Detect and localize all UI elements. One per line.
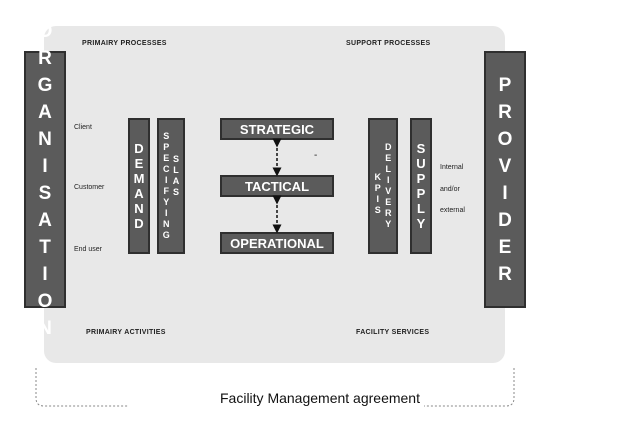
- column-letter: G: [37, 74, 53, 96]
- column-letter: E: [498, 236, 512, 258]
- column-letter: P: [498, 74, 512, 96]
- column-letter: P: [416, 171, 426, 186]
- primary-processes-label: PRIMAIRY PROCESSES: [82, 40, 167, 47]
- column-letter: I: [164, 208, 168, 218]
- column-letter: S: [374, 205, 381, 215]
- column-letter: P: [374, 183, 381, 193]
- column-letter: M: [133, 171, 145, 186]
- column-letter: N: [134, 201, 144, 216]
- column-letter: Y: [163, 197, 170, 207]
- column-letter: S: [172, 187, 179, 197]
- column-letter: O: [37, 290, 53, 312]
- support-processes-label: SUPPORT PROCESSES: [346, 40, 431, 47]
- column-letter: A: [134, 186, 144, 201]
- column-letter: I: [42, 155, 48, 177]
- column-letter: C: [162, 164, 170, 174]
- column-letter: O: [37, 20, 53, 42]
- facility-services-label: FACILITY SERVICES: [356, 329, 430, 336]
- column-letter: T: [39, 236, 51, 258]
- strategic-box: STRATEGIC: [220, 118, 334, 140]
- column-letter: A: [38, 209, 52, 231]
- column-letter: R: [498, 263, 512, 285]
- column-letter: U: [416, 156, 426, 171]
- bracket-right: [424, 368, 515, 407]
- internal-label: Internal: [440, 164, 464, 171]
- end-user-label: End user: [74, 246, 103, 253]
- column-letter: E: [385, 197, 392, 207]
- column-letter: K: [374, 172, 382, 182]
- column-letter: Y: [416, 216, 426, 231]
- column-letter: S: [163, 131, 170, 141]
- column-letter: G: [162, 230, 170, 240]
- column-letter: E: [385, 153, 392, 163]
- column-letter: S: [172, 154, 179, 164]
- primary-activities-label: PRIMAIRY ACTIVITIES: [86, 329, 166, 336]
- column-letter: I: [386, 175, 390, 185]
- column-letter: V: [385, 186, 392, 196]
- column-letter: N: [38, 317, 52, 339]
- footer-title: Facility Management agreement: [220, 390, 420, 406]
- column-letter: D: [385, 142, 392, 152]
- column-letter: I: [42, 263, 48, 285]
- column-letter: D: [134, 141, 144, 156]
- column-letter: N: [38, 128, 52, 150]
- column-letter: E: [163, 153, 170, 163]
- external-label: external: [440, 207, 465, 214]
- operational-box: OPERATIONAL: [220, 232, 334, 254]
- column-letter: R: [385, 208, 392, 218]
- column-letter: F: [163, 186, 169, 196]
- column-letter: E: [134, 156, 144, 171]
- column-letter: Y: [385, 219, 392, 229]
- column-letter: V: [498, 155, 512, 177]
- client-label: Client: [74, 124, 92, 131]
- column-letter: D: [134, 216, 144, 231]
- column-letter: L: [385, 164, 392, 174]
- column-letter: I: [164, 175, 168, 185]
- andor-label: and/or: [440, 186, 460, 193]
- column-letter: L: [417, 201, 425, 216]
- column-letter: R: [498, 101, 512, 123]
- column-letter: P: [416, 186, 426, 201]
- column-letter: A: [172, 176, 180, 186]
- column-letter: R: [38, 47, 52, 69]
- column-letter: L: [173, 165, 179, 175]
- column-letter: A: [38, 101, 52, 123]
- column-letter: D: [498, 209, 512, 231]
- bracket-left: [35, 368, 128, 407]
- column-letter: S: [38, 182, 52, 204]
- column-letter: N: [162, 219, 170, 229]
- column-letter: O: [497, 128, 513, 150]
- dash-mark: -: [314, 150, 318, 161]
- column-letter: S: [416, 141, 426, 156]
- column-letter: I: [376, 194, 379, 204]
- column-letter: P: [163, 142, 170, 152]
- column-letter: I: [502, 182, 508, 204]
- customer-label: Customer: [74, 184, 105, 191]
